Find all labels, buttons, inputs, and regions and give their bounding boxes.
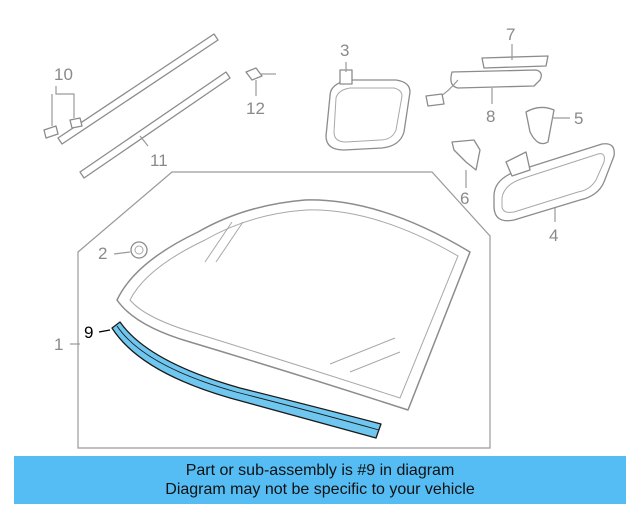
callout-11: 11 bbox=[150, 151, 168, 170]
lower-molding-highlight bbox=[111, 321, 382, 439]
mirror-upper-glass bbox=[333, 87, 403, 143]
callout-9: 9 bbox=[84, 323, 93, 342]
lower-molding-edge bbox=[116, 325, 380, 431]
screw-part bbox=[245, 67, 263, 81]
retainer-clip bbox=[43, 125, 59, 139]
windshield-panel-outline bbox=[77, 171, 491, 449]
leader-line-11 bbox=[139, 135, 149, 147]
mirror-mount bbox=[339, 69, 353, 85]
retainer-clip bbox=[69, 117, 83, 129]
callout-6: 6 bbox=[460, 189, 469, 208]
roof-molding-strip bbox=[57, 33, 219, 145]
leader-line-9 bbox=[98, 329, 111, 333]
sensor-module bbox=[450, 69, 542, 89]
banner-line-1: Part or sub-assembly is #9 in diagram bbox=[185, 462, 455, 479]
glass-reflection bbox=[204, 221, 233, 263]
mirror-lower-mount bbox=[505, 151, 531, 177]
callout-4: 4 bbox=[549, 226, 558, 245]
mirror-bracket bbox=[451, 139, 481, 171]
windshield-glass-inner bbox=[129, 209, 459, 399]
glass-reflection bbox=[349, 351, 401, 373]
callout-2: 2 bbox=[98, 244, 107, 263]
parts-diagram: 1 2 3 4 5 6 7 8 9 10 11 12 bbox=[43, 25, 615, 449]
sensor-cover bbox=[481, 55, 549, 69]
sensor-connector bbox=[425, 93, 445, 107]
glass-reflection bbox=[215, 221, 244, 263]
callout-12: 12 bbox=[246, 99, 265, 118]
mirror-upper bbox=[325, 79, 411, 151]
clip-part-inner bbox=[134, 245, 144, 255]
callout-10: 10 bbox=[54, 65, 73, 84]
info-banner: Part or sub-assembly is #9 in diagram Di… bbox=[14, 456, 626, 504]
callout-1: 1 bbox=[54, 335, 63, 354]
banner-line-2: Diagram may not be specific to your vehi… bbox=[165, 481, 475, 498]
leader-line-2 bbox=[113, 251, 131, 255]
glass-reflection bbox=[329, 337, 396, 365]
callout-8: 8 bbox=[486, 107, 495, 126]
callout-3: 3 bbox=[340, 41, 349, 60]
windshield-glass bbox=[116, 199, 471, 411]
mirror-lower-glass bbox=[501, 153, 605, 213]
clip-part bbox=[130, 241, 148, 259]
leader-line-10 bbox=[55, 86, 75, 118]
mirror-lower bbox=[493, 143, 615, 222]
callout-7: 7 bbox=[506, 25, 515, 44]
callout-5: 5 bbox=[574, 109, 583, 128]
roof-molding-strip bbox=[79, 71, 231, 179]
mirror-cover bbox=[525, 106, 555, 145]
